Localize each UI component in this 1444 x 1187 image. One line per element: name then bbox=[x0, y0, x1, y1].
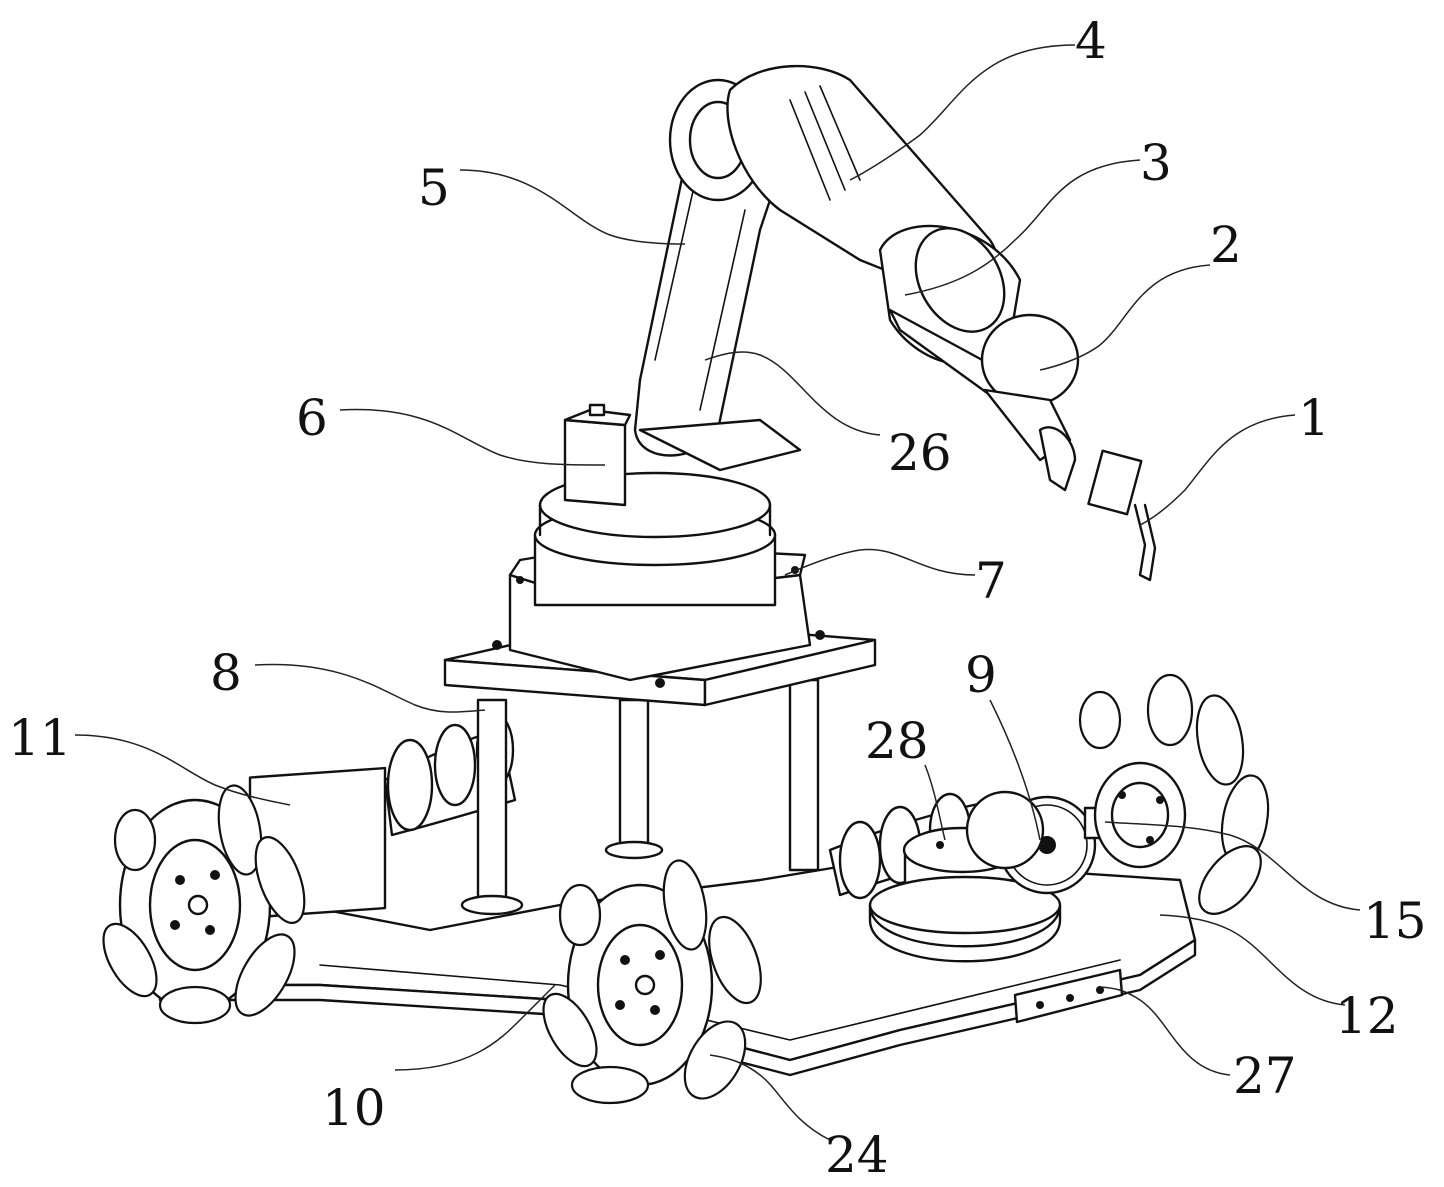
callout-28: 28 bbox=[865, 712, 929, 770]
leader-2 bbox=[1039, 264, 1211, 371]
callout-15: 15 bbox=[1363, 892, 1427, 950]
leader-11 bbox=[74, 734, 291, 806]
leader-1 bbox=[1139, 414, 1296, 526]
leader-3 bbox=[904, 159, 1141, 296]
callout-12: 12 bbox=[1335, 987, 1399, 1045]
leader-8 bbox=[254, 663, 486, 713]
leader-15 bbox=[1104, 821, 1361, 911]
callout-labels: 1 2 3 4 5 6 7 8 9 10 11 12 15 24 26 27 2… bbox=[8, 12, 1427, 1184]
leader-24 bbox=[709, 1054, 831, 1141]
callout-5: 5 bbox=[418, 159, 450, 217]
callout-10: 10 bbox=[322, 1079, 386, 1137]
leader-5 bbox=[459, 169, 686, 245]
robot-base-column bbox=[508, 471, 812, 682]
leader-28 bbox=[924, 764, 946, 841]
callout-26: 26 bbox=[888, 424, 952, 482]
leader-9 bbox=[989, 699, 1041, 841]
end-effector-welding-torch bbox=[1038, 426, 1157, 582]
front-sensor-bumper bbox=[1013, 968, 1124, 1024]
callout-27: 27 bbox=[1233, 1047, 1297, 1105]
callout-8: 8 bbox=[210, 644, 242, 702]
callout-9: 9 bbox=[965, 646, 997, 704]
leader-4 bbox=[849, 44, 1076, 181]
mecanum-wheel-front-left bbox=[102, 784, 306, 1025]
leader-lines bbox=[74, 44, 1361, 1141]
callout-11: 11 bbox=[8, 709, 72, 767]
leader-12 bbox=[1159, 914, 1346, 1006]
callout-1: 1 bbox=[1298, 389, 1330, 447]
leader-6 bbox=[339, 408, 606, 466]
leader-10 bbox=[394, 984, 556, 1071]
leader-26 bbox=[704, 351, 881, 436]
callout-6: 6 bbox=[296, 389, 328, 447]
callout-7: 7 bbox=[975, 552, 1007, 610]
callout-2: 2 bbox=[1210, 216, 1242, 274]
gear bbox=[965, 790, 1097, 895]
leader-27 bbox=[1099, 986, 1231, 1076]
callout-24: 24 bbox=[825, 1126, 889, 1184]
mecanum-wheel-rear-right bbox=[1078, 673, 1270, 915]
control-box bbox=[563, 403, 632, 507]
leader-7 bbox=[784, 548, 976, 576]
mecanum-wheel-front-center bbox=[542, 859, 762, 1105]
wrist-joint bbox=[878, 224, 1080, 462]
callout-3: 3 bbox=[1140, 134, 1172, 192]
callout-4: 4 bbox=[1075, 12, 1107, 70]
wheel-shaft bbox=[1083, 761, 1187, 869]
